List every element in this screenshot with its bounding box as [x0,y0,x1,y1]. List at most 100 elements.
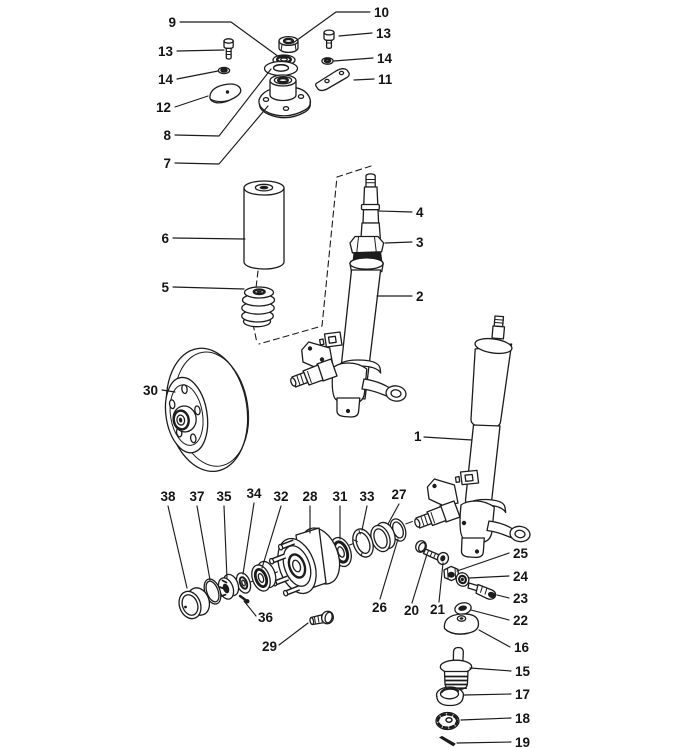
part-30-brake-disc [164,347,250,473]
callout-28-leader-26 [379,538,399,600]
part-14-washer-right [321,57,334,65]
part-14-washer-left [217,66,231,75]
callout-9-leader-11 [353,78,375,81]
part-19-pin [439,735,456,747]
callout-4-leader-8 [174,68,272,137]
callout-31-leader-25 [456,552,510,572]
callout-32-label-24: 24 [513,569,529,584]
callout-0-leader-9 [179,21,280,58]
callout-13-label-3: 3 [416,235,424,250]
callout-5-label-7: 7 [163,156,171,171]
callout-34-label-22: 22 [513,613,528,628]
callout-8-label-14: 14 [377,51,393,66]
callout-19-leader-35 [223,505,228,580]
part-29-bolt [309,610,334,626]
part-3-piston-rod-nut [349,235,385,275]
part-13-bolt-left [223,38,234,60]
callout-39-label-19: 19 [515,735,530,748]
part-11-clamp-plate [315,68,350,92]
callout-30-leader-21 [438,562,444,603]
callout-32-leader-24 [468,575,510,579]
callout-19-label-35: 35 [216,489,232,504]
callout-18-leader-37 [196,505,211,581]
callout-21-label-32: 32 [273,489,288,504]
callout-18-label-37: 37 [189,489,204,504]
callout-36-leader-15 [469,667,512,672]
callout-27-label-29: 29 [262,639,277,654]
part-23-pinch-bolt [467,582,497,600]
callout-33-label-23: 23 [513,591,529,606]
callout-25-leader-27 [387,503,400,525]
callout-13-leader-3 [384,241,413,244]
callout-11-label-5: 5 [161,280,169,295]
part-24-washer [455,572,470,587]
callout-10-leader-6 [172,237,246,240]
callout-7-label-13: 13 [376,26,392,41]
callout-29-label-20: 20 [404,603,419,618]
callout-2-label-14: 14 [158,72,174,87]
part-17-support-ring [435,686,465,707]
part-33-bearing-race [352,528,374,558]
callout-27-leader-29 [278,622,309,646]
callout-15-label-30: 30 [143,383,158,398]
callout-9-label-11: 11 [378,72,393,87]
callout-36-label-15: 15 [515,664,531,679]
callout-6-label-10: 10 [374,5,389,20]
callout-3-label-12: 12 [156,100,171,115]
part-knuckle-2 [290,341,407,418]
callout-34-leader-22 [470,609,510,621]
callout-29-leader-20 [411,553,428,604]
callout-7-leader-13 [338,32,373,37]
callout-12-leader-4 [378,210,413,213]
callout-5-leader-7 [174,105,269,165]
part-21-washer [436,551,450,566]
callout-20-label-34: 34 [246,486,262,501]
callout-1-label-13: 13 [158,44,174,59]
part-12-stop-plate [209,83,242,104]
callout-37-label-17: 17 [515,687,530,702]
callout-10-label-6: 6 [161,231,169,246]
part-strut1-clamp [454,469,480,486]
callout-26-label-36: 36 [258,610,274,625]
part-5-bump-stop [241,286,276,328]
callout-3-leader-12 [174,95,209,108]
callout-37-leader-17 [463,693,512,696]
callout-0-label-9: 9 [168,15,176,30]
callout-15-leader-30 [161,389,176,393]
callout-38-leader-18 [460,717,512,721]
part-16-dust-cover [443,613,480,635]
part-8-mount-plate [263,60,299,77]
callout-12-label-4: 4 [416,205,424,220]
part-6-protective-tube [243,180,285,270]
callout-24-label-33: 33 [359,489,375,504]
callout-21-leader-32 [261,505,282,569]
callout-23-label-31: 31 [332,489,348,504]
callout-2-leader-14 [176,70,219,80]
callout-25-label-27: 27 [391,487,406,502]
callout-30-label-21: 21 [430,602,446,617]
callout-26-leader-36 [243,600,257,617]
part-25-nut [443,565,460,582]
part-1-suspension-strut [414,315,531,559]
part-15-ball-joint [439,646,473,691]
part-strut2-clamp [318,331,343,348]
callout-16-leader-1 [423,436,473,441]
part-27-spacer-sleeve [370,521,396,553]
part-knuckle-1 [414,478,531,559]
callout-17-leader-38 [167,505,188,589]
callout-24-leader-33 [361,505,368,531]
callout-39-leader-19 [456,741,512,744]
callout-22-label-28: 28 [302,489,318,504]
part-18-lock-washer [435,711,460,731]
callout-28-label-26: 26 [372,600,388,615]
callout-31-label-25: 25 [513,546,529,561]
part-36-cotter-pin [238,594,250,604]
callout-14-label-2: 2 [416,289,424,304]
callout-33-leader-23 [496,594,510,599]
callout-16-label-1: 1 [414,429,422,444]
callout-4-label-8: 8 [163,128,171,143]
callout-11-leader-5 [172,286,245,290]
